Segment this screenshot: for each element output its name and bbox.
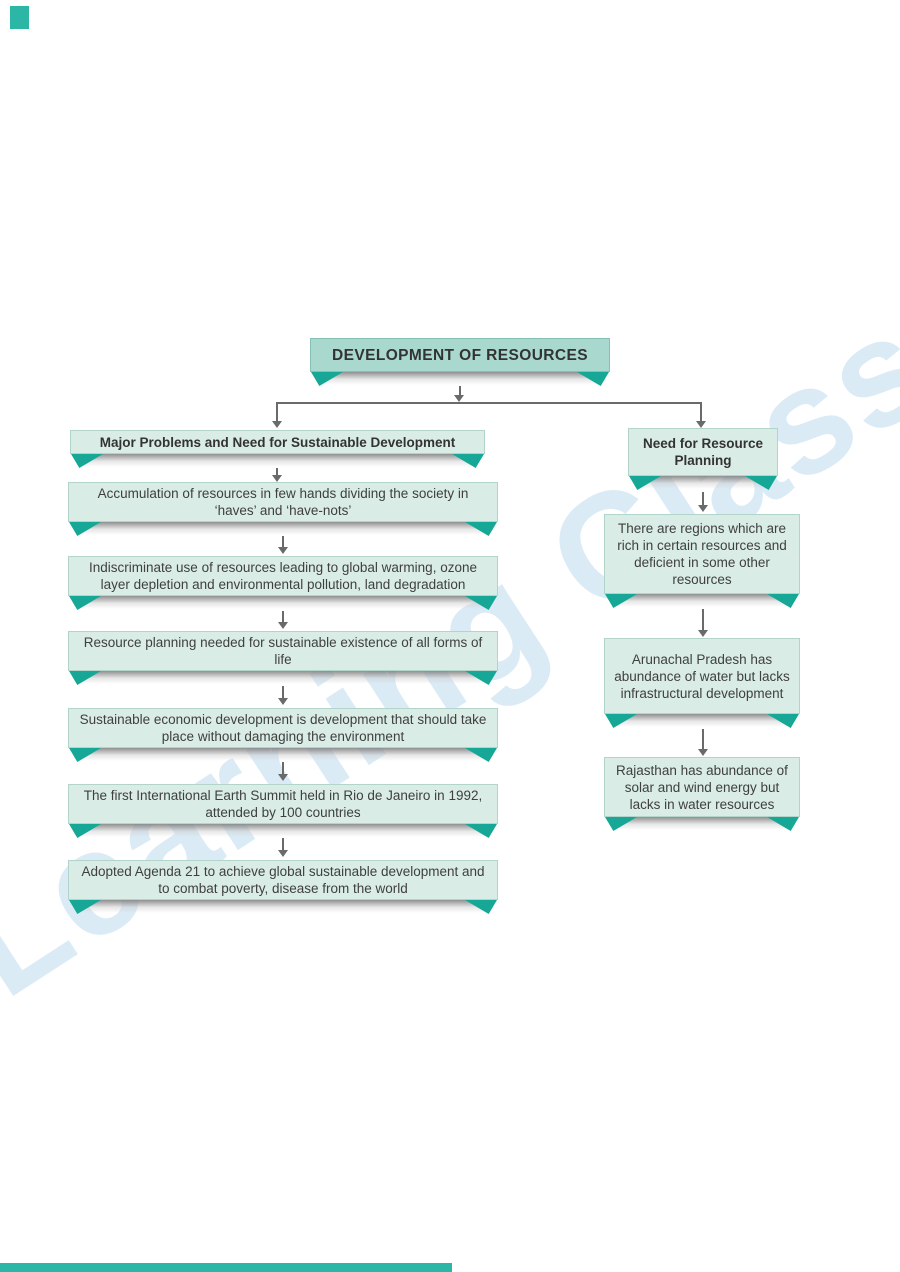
box-ribbon [68, 522, 498, 536]
arrow-down-icon [278, 547, 288, 554]
box-ribbon [628, 476, 778, 490]
flow-box: Arunachal Pradesh has abundance of water… [604, 638, 800, 714]
ribbon-shadow [613, 714, 791, 727]
flow-box: There are regions which are rich in cert… [604, 514, 800, 594]
connector-line [459, 386, 461, 396]
title-box: DEVELOPMENT OF RESOURCES [310, 338, 610, 372]
ribbon-shadow [77, 596, 489, 609]
arrow-down-icon [696, 421, 706, 428]
corner-accent-bottom-bar [0, 1263, 452, 1272]
box-ribbon [68, 671, 498, 685]
connector-line [282, 611, 284, 623]
connector-line [282, 536, 284, 548]
right-column-header: Need for Resource Planning [628, 428, 778, 476]
ribbon-shadow [77, 824, 489, 837]
corner-accent-top-left [10, 6, 29, 29]
flow-box: Adopted Agenda 21 to achieve global sust… [68, 860, 498, 900]
ribbon-shadow [77, 522, 489, 535]
box-ribbon [604, 714, 800, 728]
connector-line [276, 402, 278, 422]
arrow-down-icon [698, 630, 708, 637]
ribbon-shadow [77, 900, 489, 913]
connector-line [282, 838, 284, 851]
connector-line [276, 468, 278, 476]
arrow-down-icon [454, 395, 464, 402]
arrow-down-icon [278, 622, 288, 629]
box-ribbon [68, 824, 498, 838]
ribbon-shadow [77, 671, 489, 684]
box-ribbon [68, 900, 498, 914]
ribbon-shadow [79, 454, 476, 467]
arrow-down-icon [278, 774, 288, 781]
connector-line [702, 729, 704, 750]
ribbon-shadow [613, 817, 791, 830]
arrow-down-icon [278, 850, 288, 857]
ribbon-shadow [637, 476, 769, 489]
arrow-down-icon [278, 698, 288, 705]
arrow-down-icon [272, 421, 282, 428]
arrow-down-icon [698, 749, 708, 756]
connector-line [276, 402, 701, 404]
connector-line [282, 686, 284, 699]
connector-line [282, 762, 284, 775]
box-ribbon [604, 817, 800, 831]
flow-box: The first International Earth Summit hel… [68, 784, 498, 824]
flow-box: Accumulation of resources in few hands d… [68, 482, 498, 522]
title-ribbon [310, 372, 610, 386]
flow-box: Rajasthan has abundance of solar and win… [604, 757, 800, 817]
box-ribbon [604, 594, 800, 608]
connector-line [700, 402, 702, 422]
flow-box: Indiscriminate use of resources leading … [68, 556, 498, 596]
arrow-down-icon [272, 475, 282, 482]
flow-box: Sustainable economic development is deve… [68, 708, 498, 748]
box-ribbon [68, 748, 498, 762]
ribbon-shadow [613, 594, 791, 607]
ribbon-shadow [319, 372, 601, 385]
box-ribbon [70, 454, 485, 468]
arrow-down-icon [698, 505, 708, 512]
connector-line [702, 492, 704, 506]
left-column-header: Major Problems and Need for Sustainable … [70, 430, 485, 454]
ribbon-shadow [77, 748, 489, 761]
flow-box: Resource planning needed for sustainable… [68, 631, 498, 671]
box-ribbon [68, 596, 498, 610]
connector-line [702, 609, 704, 631]
